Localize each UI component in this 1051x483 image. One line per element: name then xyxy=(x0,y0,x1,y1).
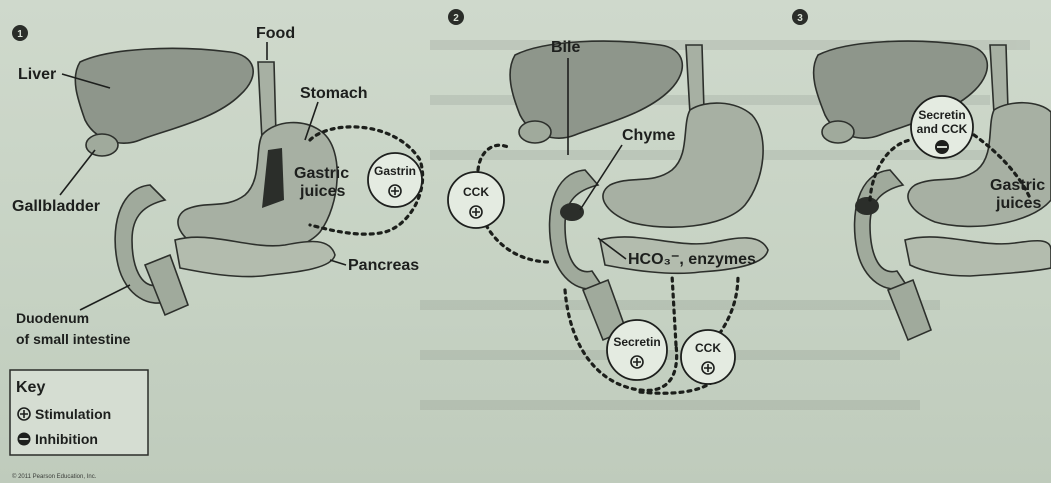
secretin-label: Secretin xyxy=(613,335,660,349)
key-stimulation-label: Stimulation xyxy=(35,406,111,422)
secretin-cck-label-line1: Secretin xyxy=(918,108,965,122)
pancreas-3 xyxy=(905,237,1051,276)
pancreas-pointer xyxy=(330,260,346,265)
secretin-cck-label-line2: and CCK xyxy=(917,122,968,136)
copyright-text: © 2011 Pearson Education, Inc. xyxy=(12,473,97,480)
label-gastric-juices-line1: Gastric xyxy=(294,165,349,182)
label-gastric-juices-line2: juices xyxy=(299,183,345,200)
step-3-number: 3 xyxy=(797,13,803,24)
gastrin-circle xyxy=(368,153,422,207)
label-juices: juices xyxy=(995,195,1041,212)
chyme-bolus xyxy=(560,203,584,221)
label-hco3-enzymes: HCO₃⁻, enzymes xyxy=(628,251,756,268)
gallbladder-2 xyxy=(519,121,551,143)
cck-circle-2 xyxy=(681,330,735,384)
stomach-2 xyxy=(603,103,763,227)
label-pancreas: Pancreas xyxy=(348,257,419,274)
gallbladder-pointer xyxy=(60,150,95,195)
cck-from-duodenum-path xyxy=(486,225,550,262)
panel-3: 3 Secretin and CCK Gastric juices xyxy=(792,9,1051,340)
key-title: Key xyxy=(16,379,45,396)
label-liver: Liver xyxy=(18,66,56,83)
chyme-bolus-3 xyxy=(855,197,879,215)
step-2-number: 2 xyxy=(453,13,459,24)
gastrin-label: Gastrin xyxy=(374,164,416,178)
esophagus-2 xyxy=(686,45,704,114)
label-gallbladder: Gallbladder xyxy=(12,198,100,215)
label-bile: Bile xyxy=(551,39,580,56)
esophagus-3 xyxy=(990,45,1008,114)
panel-2: 2 CCK Secretin CCK Bile Chyme HCO₃⁻, enz… xyxy=(448,9,768,393)
panel-1: 1 Gastrin Food Liver Stomach Gastric jui… xyxy=(12,25,423,347)
step-1-number: 1 xyxy=(17,29,23,40)
label-stomach: Stomach xyxy=(300,85,368,102)
key-box: Key Stimulation Inhibition xyxy=(10,370,148,455)
label-gastric: Gastric xyxy=(990,177,1045,194)
gallbladder-1 xyxy=(86,134,118,156)
duodenum-3 xyxy=(855,170,907,289)
cck-loop-2 xyxy=(672,275,676,345)
label-duodenum-line1: Duodenum xyxy=(16,310,89,326)
key-inhibition-label: Inhibition xyxy=(35,431,98,447)
cck-label-2: CCK xyxy=(695,341,721,355)
duodenum-pointer xyxy=(80,285,130,310)
secretin-circle xyxy=(607,320,667,380)
gallbladder-3 xyxy=(822,121,854,143)
label-duodenum-line2: of small intestine xyxy=(16,331,131,347)
label-chyme: Chyme xyxy=(622,127,675,144)
cck-circle-1 xyxy=(448,172,504,228)
label-food: Food xyxy=(256,25,295,42)
cck-label-1: CCK xyxy=(463,185,489,199)
liver-1 xyxy=(75,48,253,143)
